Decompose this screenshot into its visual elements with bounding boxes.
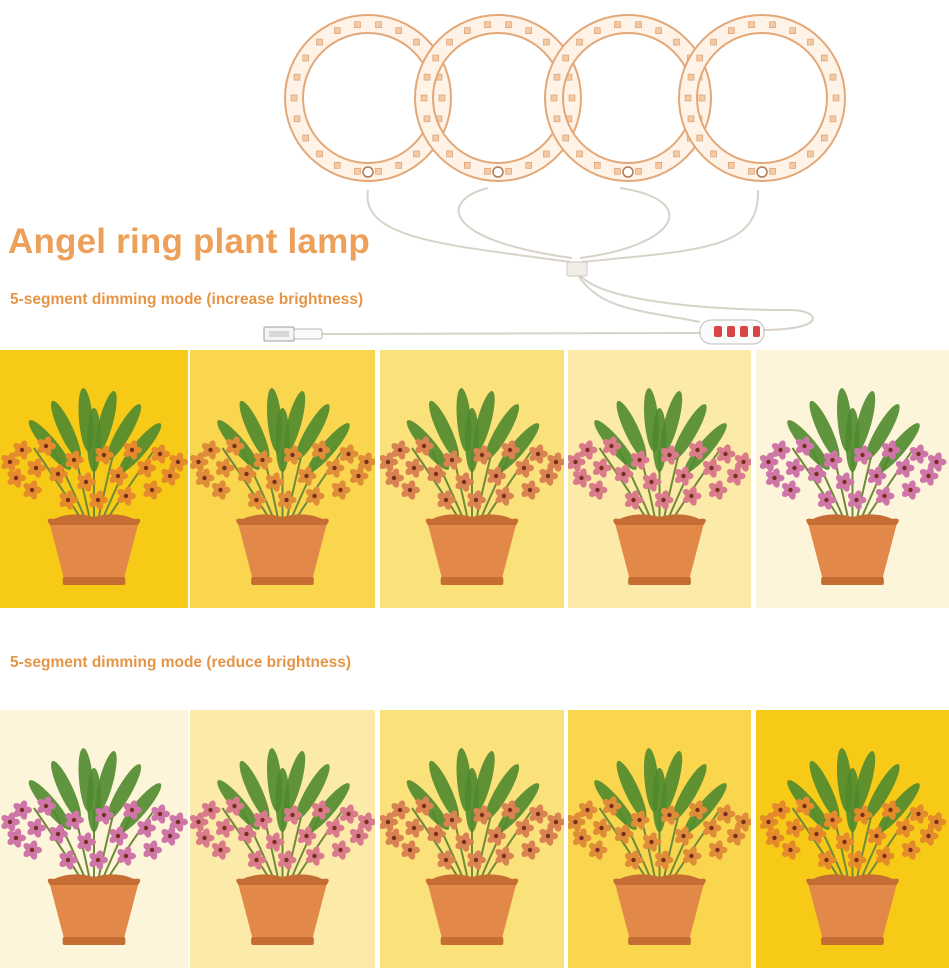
orchid-plant-image (759, 388, 947, 585)
orchid-plant-image (1, 748, 188, 945)
orchid-plant-image (380, 748, 564, 945)
brightness-level-panel (380, 710, 564, 968)
orchid-plant-image (759, 748, 947, 945)
orchid-plant-image (568, 388, 751, 585)
increase-brightness-row (0, 350, 949, 608)
orchid-plant-image (380, 388, 564, 585)
brightness-level-panel (756, 710, 949, 968)
brightness-level-panel (568, 710, 751, 968)
reduce-brightness-label: 5-segment dimming mode (reduce brightnes… (10, 654, 352, 671)
usb-plug (263, 326, 323, 342)
angel-rings (284, 14, 846, 182)
orchid-plant-image (568, 748, 751, 945)
reduce-brightness-row (0, 710, 949, 968)
cable-splitter (566, 261, 588, 277)
orchid-plant-image (190, 748, 375, 945)
lamp-illustration (263, 14, 846, 345)
orchid-plant-image (1, 388, 188, 585)
controller-remote (699, 319, 765, 345)
brightness-level-panel (0, 710, 188, 968)
brightness-level-panel (190, 350, 375, 608)
brightness-level-panel (0, 350, 188, 608)
increase-brightness-label: 5-segment dimming mode (increase brightn… (10, 291, 364, 308)
brightness-level-panel (568, 350, 751, 608)
power-cables (319, 187, 814, 335)
brightness-level-panel (756, 350, 949, 608)
brightness-level-panel (380, 350, 564, 608)
brightness-level-panel (190, 710, 375, 968)
angel-ring (678, 14, 846, 182)
page-title: Angel ring plant lamp (8, 222, 370, 261)
angel-ring (284, 14, 452, 182)
orchid-plant-image (190, 388, 375, 585)
